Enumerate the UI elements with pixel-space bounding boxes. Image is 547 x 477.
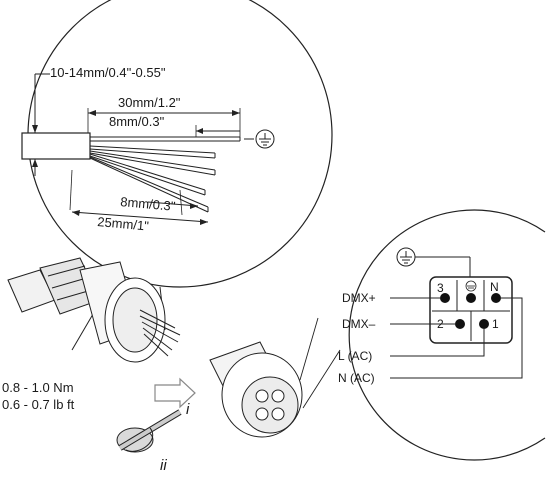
dmx-minus-label: DMX– bbox=[342, 317, 376, 331]
socket-connector bbox=[209, 317, 341, 438]
pin-n-label: N bbox=[490, 280, 499, 294]
torque-lbft-label: 0.6 - 0.7 lb ft bbox=[2, 397, 75, 412]
inner-strip-label: 8mm/0.3" bbox=[109, 114, 165, 129]
outer-strip-label: 30mm/1.2" bbox=[118, 95, 181, 110]
strip-detail-magnifier bbox=[21, 0, 333, 351]
step-arrow bbox=[154, 377, 196, 409]
cable-gland-assembly bbox=[7, 257, 181, 363]
step-two-label: ii bbox=[160, 457, 167, 474]
pin-1-label: 1 bbox=[492, 317, 499, 331]
ground-icon bbox=[244, 129, 275, 149]
n-ac-label: N (AC) bbox=[338, 371, 375, 385]
overall-range-label: 10-14mm/0.4"-0.55" bbox=[50, 65, 166, 80]
torque-nm-label: 0.8 - 1.0 Nm bbox=[2, 380, 74, 395]
rotation-icon bbox=[116, 409, 182, 453]
pin-3-label: 3 bbox=[437, 281, 444, 295]
step-one-label: i bbox=[186, 401, 190, 418]
pinout-magnifier bbox=[348, 209, 546, 461]
dmx-plus-label: DMX+ bbox=[342, 291, 376, 305]
wire-length-label: 25mm/1" bbox=[97, 214, 150, 233]
l-ac-label: L (AC) bbox=[338, 349, 372, 363]
ground-icon bbox=[396, 247, 471, 280]
pin-2-label: 2 bbox=[437, 317, 444, 331]
wire-strip-label: 8mm/0.3" bbox=[120, 194, 177, 214]
